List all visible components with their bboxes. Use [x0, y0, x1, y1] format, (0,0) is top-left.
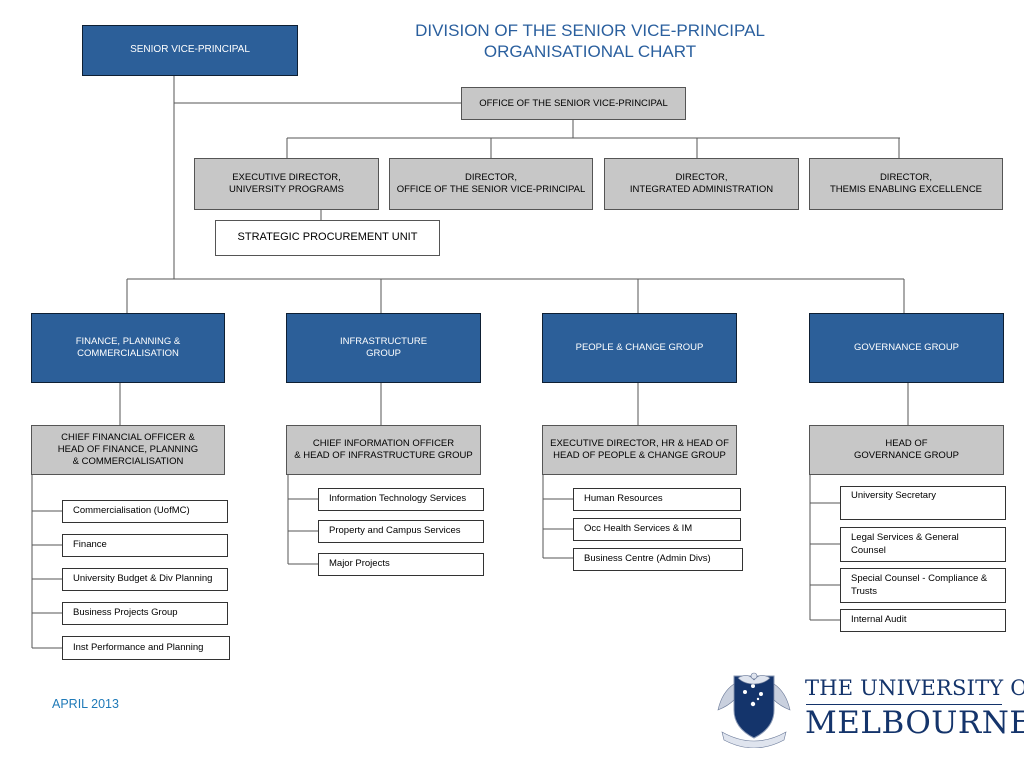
head-infrastructure-box: CHIEF INFORMATION OFFICER & HEAD OF INFR…: [286, 425, 481, 475]
director-themis-box: DIRECTOR, THEMIS ENABLING EXCELLENCE: [809, 158, 1003, 210]
logo-line2: MELBOURNE: [805, 705, 1024, 741]
director-integrated-admin-box: DIRECTOR, INTEGRATED ADMINISTRATION: [604, 158, 799, 210]
head-governance-box: HEAD OF GOVERNANCE GROUP: [809, 425, 1004, 475]
head-finance-box: CHIEF FINANCIAL OFFICER & HEAD OF FINANC…: [31, 425, 225, 475]
group-finance-box: FINANCE, PLANNING & COMMERCIALISATION: [31, 313, 225, 383]
unit-business-projects: Business Projects Group: [62, 602, 228, 625]
unit-university-budget: University Budget & Div Planning: [62, 568, 228, 591]
unit-property-campus: Property and Campus Services: [318, 520, 484, 543]
unit-its: Information Technology Services: [318, 488, 484, 511]
unit-university-secretary: University Secretary: [840, 486, 1006, 520]
head-people-change-box: EXECUTIVE DIRECTOR, HR & HEAD OF HEAD OF…: [542, 425, 737, 475]
footer-date: APRIL 2013: [52, 697, 119, 711]
group-governance-box: GOVERNANCE GROUP: [809, 313, 1004, 383]
director-office-svp-box: DIRECTOR, OFFICE OF THE SENIOR VICE-PRIN…: [389, 158, 593, 210]
unit-finance: Finance: [62, 534, 228, 557]
unit-human-resources: Human Resources: [573, 488, 741, 511]
director-university-programs-box: EXECUTIVE DIRECTOR, UNIVERSITY PROGRAMS: [194, 158, 379, 210]
unit-inst-performance: Inst Performance and Planning: [62, 636, 230, 660]
office-senior-vp-box: OFFICE OF THE SENIOR VICE-PRINCIPAL: [461, 87, 686, 120]
procurement-unit-box: STRATEGIC PROCUREMENT UNIT: [215, 220, 440, 256]
group-infrastructure-box: INFRASTRUCTURE GROUP: [286, 313, 481, 383]
unit-internal-audit: Internal Audit: [840, 609, 1006, 632]
unit-legal-services: Legal Services & General Counsel: [840, 527, 1006, 562]
unit-business-centre: Business Centre (Admin Divs): [573, 548, 743, 571]
group-people-change-box: PEOPLE & CHANGE GROUP: [542, 313, 737, 383]
logo-divider: [806, 704, 1002, 705]
university-logo: THE UNIVERSITY OF MELBOURNE: [708, 670, 1024, 750]
senior-vice-principal-box: SENIOR VICE-PRINCIPAL: [82, 25, 298, 76]
logo-line1: THE UNIVERSITY OF: [805, 676, 1024, 700]
unit-occ-health: Occ Health Services & IM: [573, 518, 741, 541]
unit-special-counsel: Special Counsel - Compliance & Trusts: [840, 568, 1006, 603]
chart-title: DIVISION OF THE SENIOR VICE-PRINCIPAL OR…: [415, 21, 765, 62]
unit-major-projects: Major Projects: [318, 553, 484, 576]
unit-commercialisation: Commercialisation (UofMC): [62, 500, 228, 523]
university-crest-icon: [717, 672, 791, 748]
